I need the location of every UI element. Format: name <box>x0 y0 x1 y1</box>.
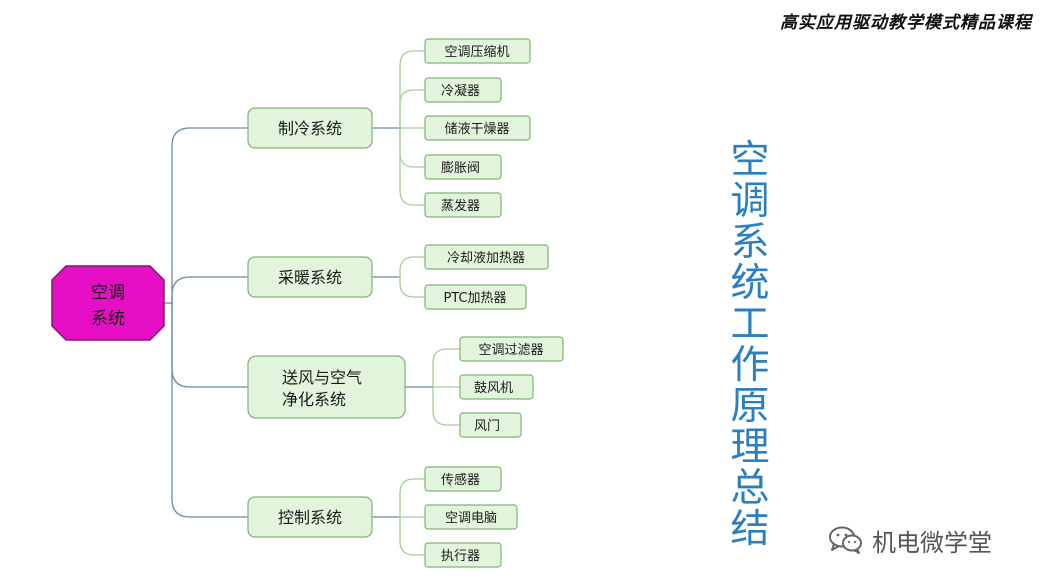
connector-leaf-1-1 <box>399 50 425 128</box>
leaf-node-coolant-heater: 冷却液加热器 <box>424 244 549 270</box>
branch-node-refrigeration: 制冷系统 <box>247 107 373 149</box>
leaf-node-condenser-shape <box>424 77 502 103</box>
leaf-node-receiver-drier: 储液干燥器 <box>424 115 531 141</box>
connector-leaf-3-3 <box>432 387 460 426</box>
leaf-node-compressor: 空调压缩机 <box>424 38 531 64</box>
leaf-node-actuator-label: 执行器 <box>441 549 480 564</box>
connector-leaf-4-1 <box>399 478 425 517</box>
leaf-node-expansion-valve-label: 膨胀阀 <box>441 161 480 176</box>
branch-node-ventilation-shape <box>247 355 406 419</box>
leaf-node-blower: 鼓风机 <box>459 374 534 400</box>
leaf-node-air-filter-label: 空调过滤器 <box>478 343 543 358</box>
leaf-node-blower-shape <box>459 374 534 400</box>
branch-node-refrigeration-shape <box>247 107 373 149</box>
leaf-node-sensor: 传感器 <box>424 466 502 492</box>
root-node-label-line-2: 系统 <box>91 309 125 329</box>
branch-node-control: 控制系统 <box>247 496 373 538</box>
leaf-node-actuator: 执行器 <box>424 542 502 568</box>
branch-node-ventilation: 送风与空气 净化系统 <box>247 355 406 419</box>
leaf-node-ac-ecu-label: 空调电脑 <box>445 511 497 526</box>
wechat-icon <box>829 526 862 554</box>
leaf-node-ac-ecu-shape <box>424 504 518 530</box>
branch-node-ventilation-label-line-1: 送风与空气 <box>282 368 362 387</box>
leaf-node-ptc-heater-shape <box>424 284 527 310</box>
connector-lines <box>164 50 460 556</box>
leaf-node-evaporator-label: 蒸发器 <box>441 198 480 214</box>
leaf-node-coolant-heater-shape <box>424 244 549 270</box>
leaf-node-air-filter-shape <box>459 336 564 362</box>
branch-node-ventilation-label-line-2: 净化系统 <box>282 390 346 409</box>
connector-leaf-2-1 <box>399 256 425 277</box>
connector-leaf-3-1 <box>432 348 460 387</box>
leaf-node-compressor-shape <box>424 38 531 64</box>
connector-branch-1 <box>171 127 248 303</box>
leaf-node-ptc-heater-label: PTC加热器 <box>443 291 506 306</box>
leaf-node-damper-shape <box>459 412 522 438</box>
connector-leaf-1-4 <box>399 128 425 168</box>
leaf-node-ac-ecu: 空调电脑 <box>424 504 518 530</box>
leaf-node-damper: 风门 <box>459 412 522 438</box>
branch-node-control-label: 控制系统 <box>278 508 342 527</box>
branch-node-heating-shape <box>247 256 373 298</box>
connector-leaf-1-2 <box>399 89 425 128</box>
vertical-title: 空调系统工作原理总结 <box>730 138 770 552</box>
root-node: 空调 系统 <box>51 265 165 341</box>
leaf-node-blower-label: 鼓风机 <box>474 381 513 396</box>
branch-node-control-shape <box>247 496 373 538</box>
leaf-node-expansion-valve: 膨胀阀 <box>424 154 502 180</box>
root-node-label-line-1: 空调 <box>91 283 125 303</box>
leaf-node-condenser: 冷凝器 <box>424 77 502 103</box>
leaf-node-air-filter: 空调过滤器 <box>459 336 564 362</box>
leaf-node-ptc-heater: PTC加热器 <box>424 284 527 310</box>
watermark: 机电微学堂 <box>828 520 992 560</box>
leaf-node-coolant-heater-label: 冷却液加热器 <box>447 251 525 266</box>
leaf-node-sensor-shape <box>424 466 502 492</box>
leaf-node-evaporator: 蒸发器 <box>424 192 502 218</box>
leaf-node-expansion-valve-shape <box>424 154 502 180</box>
branch-node-refrigeration-label: 制冷系统 <box>278 119 342 138</box>
connector-leaf-1-5 <box>399 128 425 206</box>
connector-branch-4 <box>171 303 248 518</box>
course-title: 高实应用驱动教学模式精品课程 <box>780 13 1032 33</box>
leaf-node-evaporator-shape <box>424 192 502 218</box>
watermark-label: 机电微学堂 <box>872 528 992 557</box>
leaf-node-actuator-shape <box>424 542 502 568</box>
branch-node-heating: 采暖系统 <box>247 256 373 298</box>
connector-branch-2 <box>171 276 248 303</box>
leaf-node-damper-label: 风门 <box>474 419 500 434</box>
connector-branch-3 <box>171 303 248 388</box>
leaf-node-compressor-label: 空调压缩机 <box>444 44 509 60</box>
leaf-node-sensor-label: 传感器 <box>441 472 480 488</box>
leaf-node-receiver-drier-shape <box>424 115 531 141</box>
connector-leaf-2-2 <box>399 277 425 298</box>
connector-leaf-4-3 <box>399 517 425 556</box>
root-node-shape <box>51 265 165 341</box>
leaf-node-receiver-drier-label: 储液干燥器 <box>444 122 509 137</box>
leaf-node-condenser-label: 冷凝器 <box>441 83 480 99</box>
branch-node-heating-label: 采暖系统 <box>278 268 342 287</box>
